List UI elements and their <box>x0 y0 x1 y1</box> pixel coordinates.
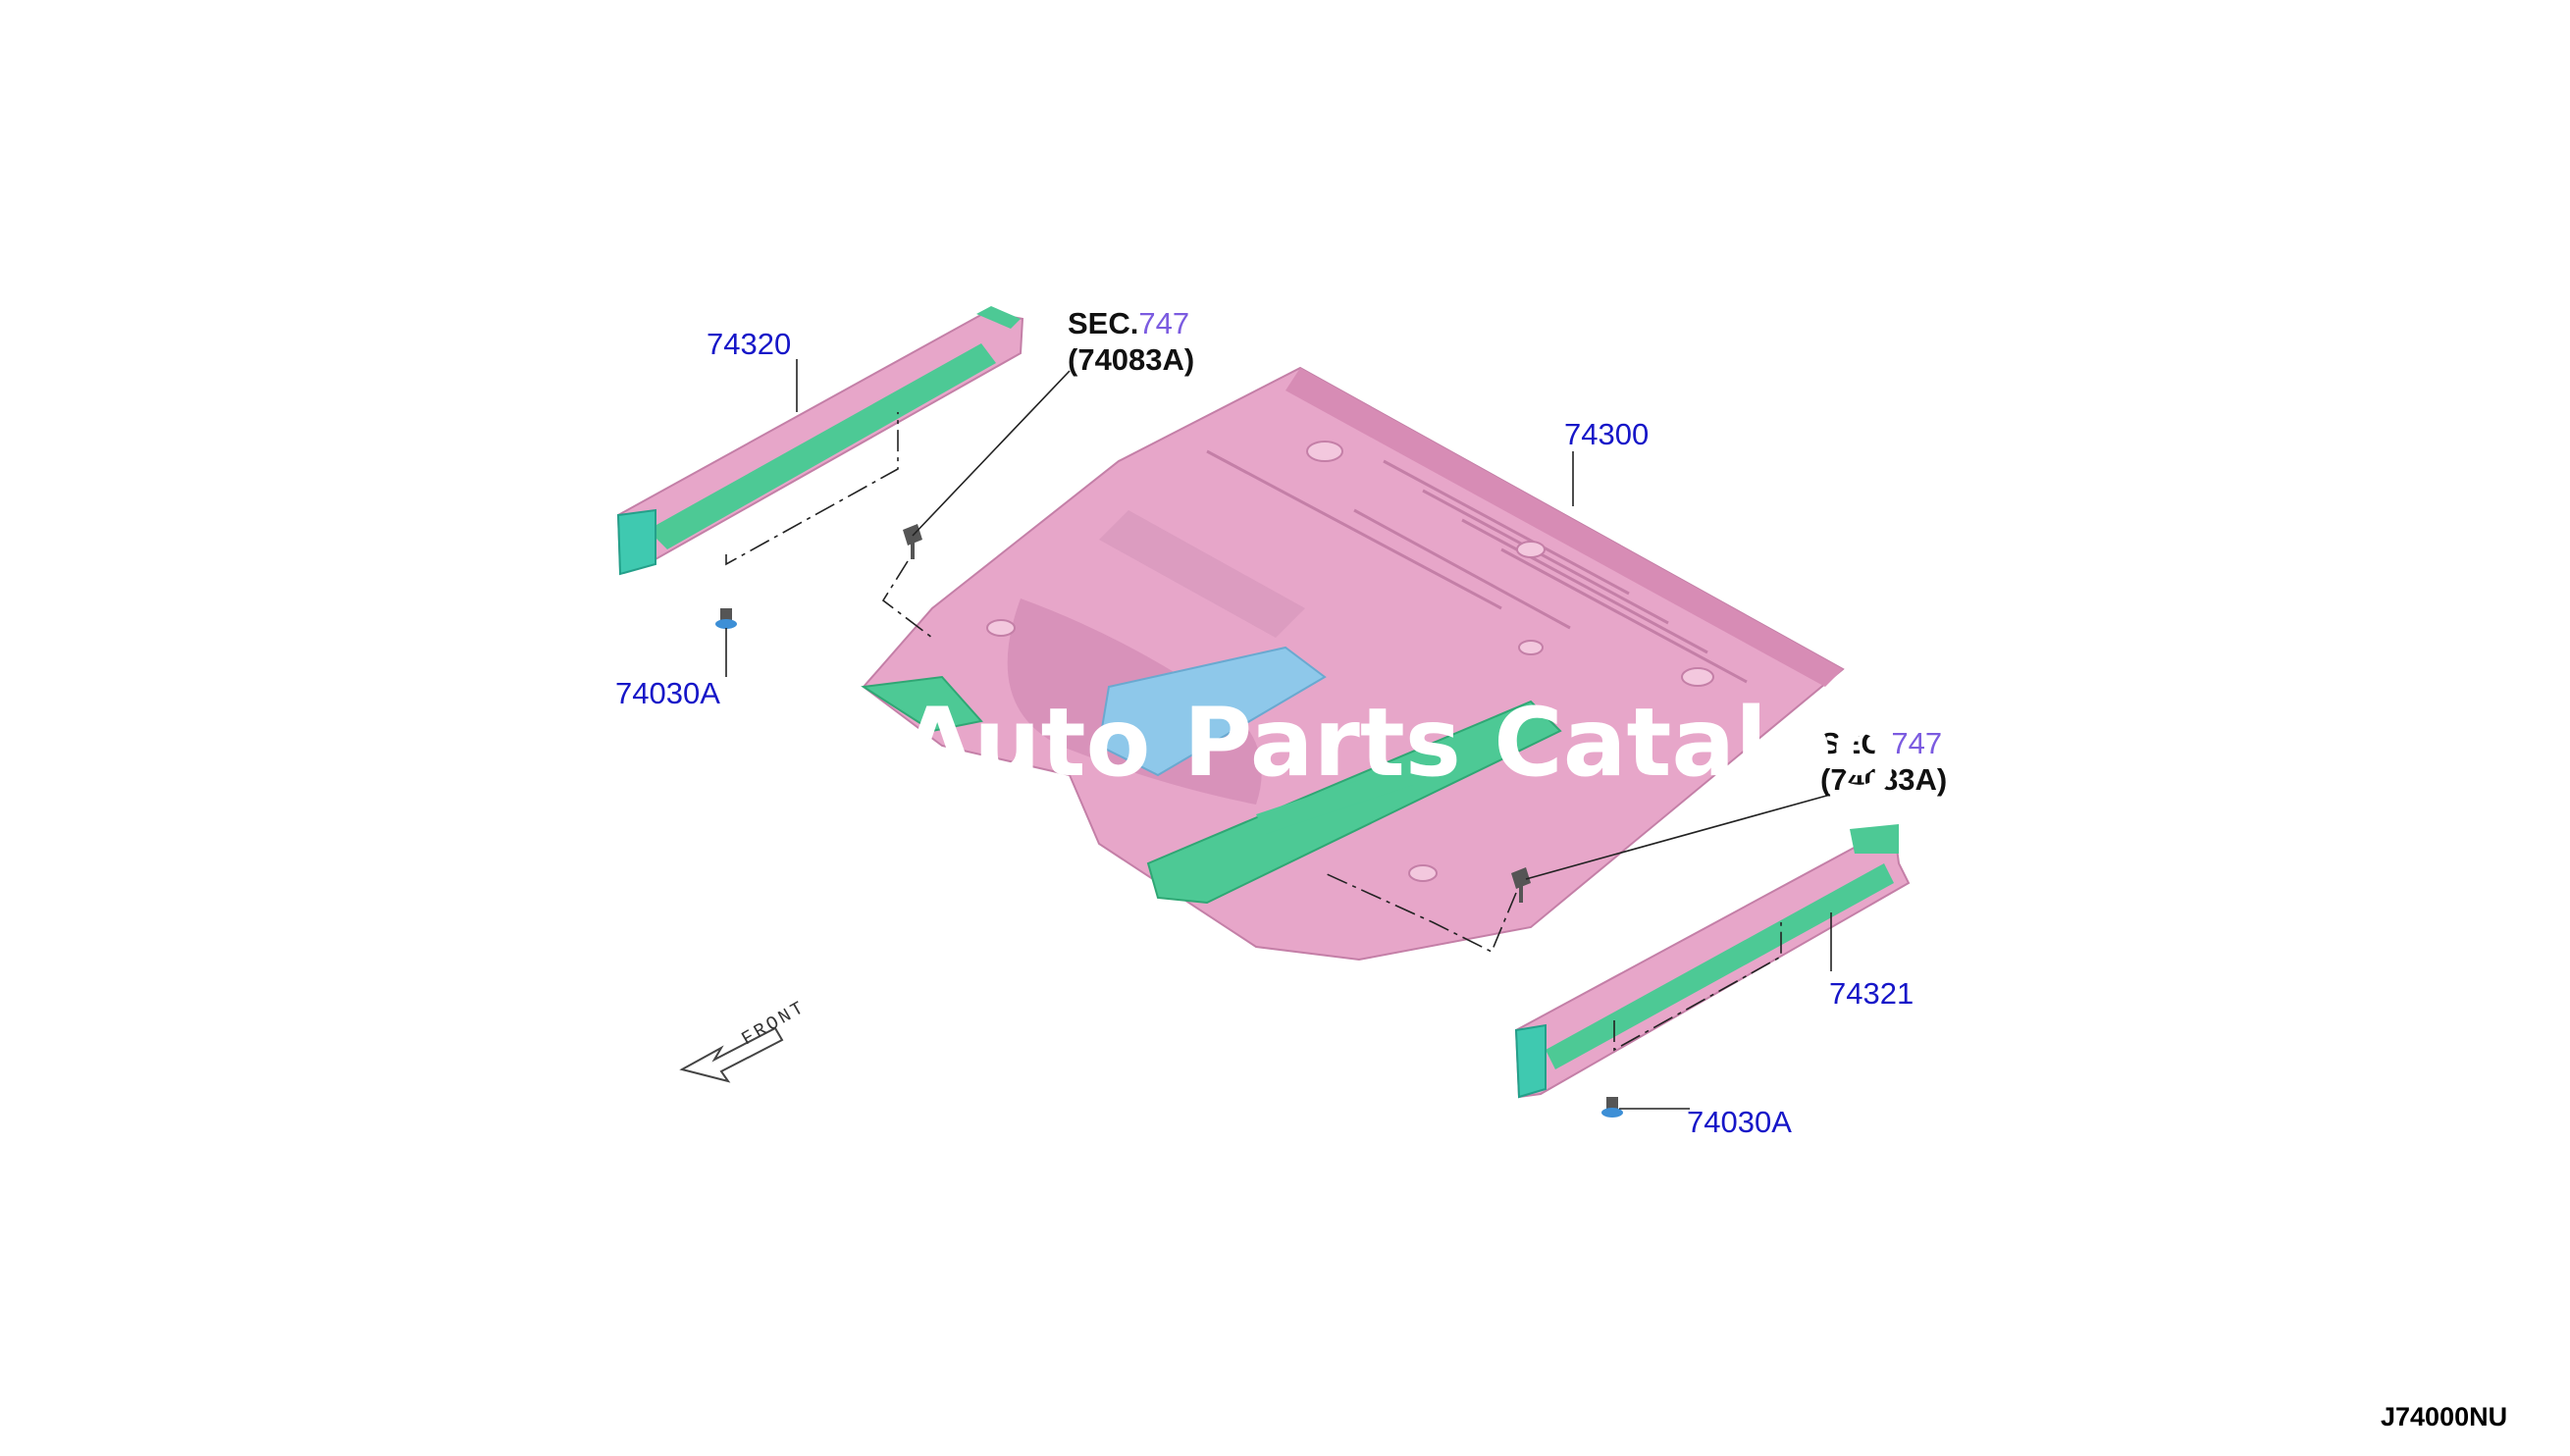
label-74030a-right[interactable]: 74030A <box>1687 1105 1792 1139</box>
sec-number: 747 <box>1138 306 1189 340</box>
sec-prefix: SEC. <box>1820 726 1891 760</box>
sec-part-ref-upper[interactable]: (74083A) <box>1068 342 1194 377</box>
diagram-id: J74000NU <box>2381 1402 2507 1431</box>
front-arrow-icon <box>679 1026 784 1083</box>
dashline-bolt-lower <box>1324 872 1517 954</box>
sec-prefix: SEC. <box>1068 306 1138 340</box>
dashline-bolt-upper <box>881 560 933 639</box>
sec-ref-lower[interactable]: SEC.747 <box>1820 726 1942 760</box>
clip-right[interactable] <box>1601 1097 1623 1118</box>
watermark: Auto Parts Catalog <box>901 688 1900 798</box>
sec-ref-upper[interactable]: SEC.747 <box>1068 306 1189 340</box>
side-rail-left[interactable] <box>616 306 1024 576</box>
clip-left[interactable] <box>715 608 737 629</box>
front-indicator: FRONT <box>679 996 810 1083</box>
label-74321[interactable]: 74321 <box>1829 976 1914 1011</box>
dashline-left-rail <box>725 412 899 566</box>
dashline-right-rail <box>1613 922 1782 1052</box>
front-text: FRONT <box>738 996 810 1050</box>
label-74030a-left[interactable]: 74030A <box>615 676 720 710</box>
leader-sec-upper <box>912 370 1071 537</box>
floor-panel[interactable] <box>861 366 1845 962</box>
leader-sec-lower <box>1525 794 1831 880</box>
sec-part-ref-lower[interactable]: (74083A) <box>1820 762 1947 797</box>
bolt-lower[interactable] <box>1511 867 1531 903</box>
sec-number: 747 <box>1891 726 1942 760</box>
label-74320[interactable]: 74320 <box>707 327 791 361</box>
label-74300[interactable]: 74300 <box>1564 417 1649 451</box>
